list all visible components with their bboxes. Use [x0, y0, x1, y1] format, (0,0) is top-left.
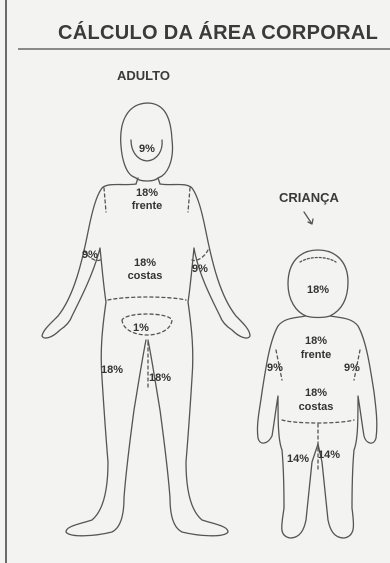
adult-groin-pct: 1%	[133, 322, 149, 334]
adult-front-pct: 18%	[136, 187, 158, 199]
child-back-pct: 18%	[305, 387, 327, 399]
adult-back-pct: 18%	[134, 257, 156, 269]
child-right-arm-pct: 9%	[344, 362, 360, 374]
adult-head-pct: 9%	[139, 143, 155, 155]
adult-back-word: costas	[128, 270, 163, 282]
child-head-pct: 18%	[307, 284, 329, 296]
adult-left-arm-pct: 9%	[82, 249, 98, 261]
child-back-word: costas	[299, 401, 334, 413]
adult-front-word: frente	[132, 200, 163, 212]
adult-left-leg-pct: 18%	[101, 364, 123, 376]
child-left-arm-pct: 9%	[267, 362, 283, 374]
child-figure	[257, 212, 376, 538]
adult-figure	[42, 103, 250, 536]
adult-right-arm-pct: 9%	[192, 263, 208, 275]
adult-right-leg-pct: 18%	[149, 372, 171, 384]
child-left-leg-pct: 14%	[287, 453, 309, 465]
child-right-leg-pct: 14%	[318, 449, 340, 461]
child-front-pct: 18%	[305, 335, 327, 347]
child-front-word: frente	[301, 349, 332, 361]
